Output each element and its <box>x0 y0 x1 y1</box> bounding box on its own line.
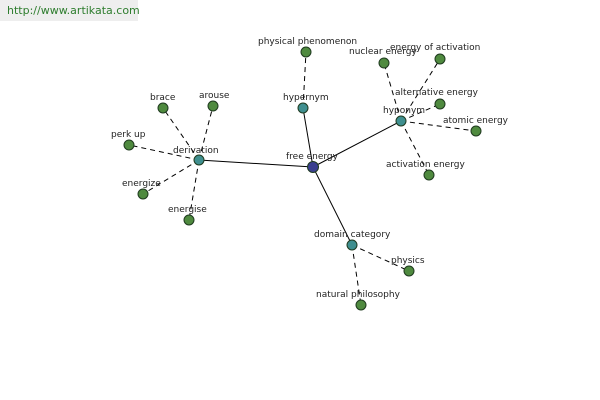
label-physics: physics <box>391 256 425 266</box>
node-natural-philosophy[interactable] <box>355 299 367 311</box>
label-energize: energize <box>122 179 161 189</box>
node-hypernym[interactable] <box>297 102 309 114</box>
edge-derivation-to-arouse <box>198 105 214 161</box>
edge-derivation-to-perk-up <box>128 144 200 161</box>
label-atomic-energy: atomic energy <box>443 116 509 126</box>
edge-derivation-to-energise <box>188 159 200 221</box>
node-free-energy[interactable] <box>307 161 319 173</box>
label-activation-energy: activation energy <box>386 160 465 170</box>
edge-hyponym-to-energy-of-activation <box>400 58 441 122</box>
node-nuclear-energy[interactable] <box>378 57 390 69</box>
label-derivation: derivation <box>173 146 219 156</box>
node-energise[interactable] <box>183 214 195 226</box>
label-perk-up: perk up <box>111 130 146 140</box>
node-alternative-energy[interactable] <box>434 98 446 110</box>
edge-free-energy-to-derivation <box>198 159 314 168</box>
node-activation-energy[interactable] <box>423 169 435 181</box>
node-energize[interactable] <box>137 188 149 200</box>
label-energy-of-activation: energy of activation <box>390 43 480 53</box>
label-alternative-energy: alternative energy <box>395 88 479 98</box>
edge-hypernym-to-physical-phenomenon <box>302 51 307 109</box>
node-hyponym[interactable] <box>395 115 407 127</box>
edge-hyponym-to-alternative-energy <box>400 103 441 122</box>
label-layer: free energy hypernym hyponym derivation doma… <box>111 37 509 300</box>
label-natural-philosophy: natural philosophy <box>316 290 401 300</box>
label-energise: energise <box>168 205 207 215</box>
label-domain-category: domain category <box>314 230 391 240</box>
edge-derivation-to-brace <box>162 107 200 161</box>
node-perk-up[interactable] <box>123 139 135 151</box>
edge-layer <box>128 51 477 306</box>
node-atomic-energy[interactable] <box>470 125 482 137</box>
edge-domain-category-to-natural-philosophy <box>351 244 362 306</box>
node-domain-category[interactable] <box>346 239 358 251</box>
label-brace: brace <box>150 93 176 103</box>
watermark-banner: http://www.artikata.com <box>0 0 140 21</box>
label-hypernym: hypernym <box>283 93 329 103</box>
node-layer <box>123 46 482 311</box>
node-energy-of-activation[interactable] <box>434 53 446 65</box>
label-physical-phenomenon: physical phenomenon <box>258 37 357 47</box>
edge-hyponym-to-atomic-energy <box>400 120 477 132</box>
edge-free-energy-to-hypernym <box>302 107 314 168</box>
node-derivation[interactable] <box>193 154 205 166</box>
label-hyponym: hyponym <box>383 106 425 116</box>
label-free-energy: free energy <box>286 152 339 162</box>
edge-domain-category-to-physics <box>351 244 410 272</box>
edge-derivation-to-energize <box>142 159 200 195</box>
node-arouse[interactable] <box>207 100 219 112</box>
edge-free-energy-to-domain-category <box>312 166 353 246</box>
node-brace[interactable] <box>157 102 169 114</box>
label-arouse: arouse <box>199 91 230 101</box>
node-physics[interactable] <box>403 265 415 277</box>
watermark-text: http://www.artikata.com <box>7 4 140 17</box>
edge-hyponym-to-nuclear-energy <box>383 62 402 122</box>
edge-hyponym-to-activation-energy <box>400 120 430 176</box>
label-nuclear-energy: nuclear energy <box>349 47 418 57</box>
node-physical-phenomenon[interactable] <box>300 46 312 58</box>
edge-free-energy-to-hyponym <box>312 120 402 168</box>
